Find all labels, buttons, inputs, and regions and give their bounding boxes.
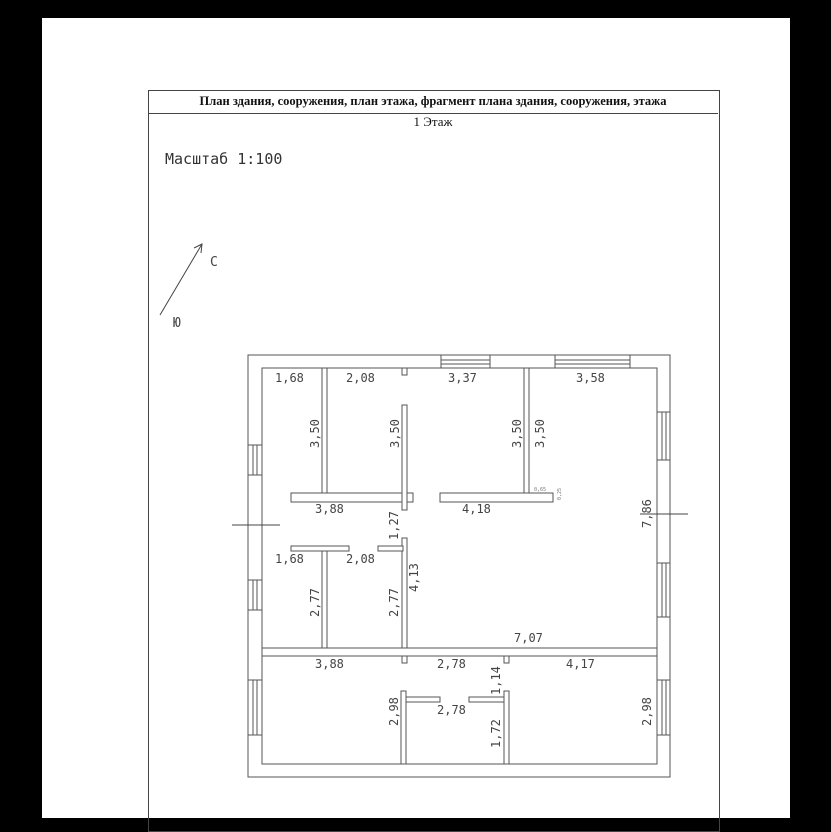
dim-label: 1,68 xyxy=(275,552,304,566)
section-marks xyxy=(232,513,688,526)
dim-label: 2,08 xyxy=(346,552,375,566)
dim-label: 0,65 xyxy=(534,487,546,493)
north-label: С xyxy=(210,255,218,270)
dim-label: 7,86 xyxy=(640,499,654,528)
dim-label: 0,25 xyxy=(557,488,563,500)
dim-label: 3,88 xyxy=(315,657,344,671)
dim-label: 4,18 xyxy=(462,502,491,516)
interior-walls xyxy=(261,367,658,765)
windows xyxy=(247,354,671,736)
dim-label: 2,77 xyxy=(387,588,401,617)
dim-label: 1,27 xyxy=(387,511,401,540)
dim-label: 2,98 xyxy=(387,697,401,726)
dim-label: 4,13 xyxy=(407,563,421,592)
dim-label: 7,07 xyxy=(514,631,543,645)
dim-label: 3,88 xyxy=(315,502,344,516)
floor-plan: С Ю 1,68 xyxy=(159,243,688,778)
dim-label: 2,77 xyxy=(308,588,322,617)
dim-label: 2,78 xyxy=(437,703,466,717)
floor-label: 1 Этаж xyxy=(413,114,453,129)
dim-label: 2,98 xyxy=(640,697,654,726)
dim-label: 2,08 xyxy=(346,371,375,385)
dim-label: 3,50 xyxy=(388,419,402,448)
dim-label: 4,17 xyxy=(566,657,595,671)
dim-label: 2,78 xyxy=(437,657,466,671)
dim-label: 1,68 xyxy=(275,371,304,385)
dim-label: 1,72 xyxy=(489,719,503,748)
scale-label: Масштаб 1:100 xyxy=(165,150,283,168)
dim-label: 3,50 xyxy=(533,419,547,448)
north-arrow-icon xyxy=(159,243,203,316)
dim-label: 3,50 xyxy=(308,419,322,448)
dim-label: 1,14 xyxy=(489,666,503,695)
dim-label: 3,58 xyxy=(576,371,605,385)
arrow-head-icon xyxy=(193,243,203,254)
south-label: Ю xyxy=(173,316,181,331)
dimension-labels: 1,68 2,08 3,37 3,58 3,50 3,50 3,50 3,50 … xyxy=(275,371,654,748)
compass: С Ю xyxy=(159,243,218,331)
dim-label: 3,37 xyxy=(448,371,477,385)
document-title: План здания, сооружения, план этажа, фра… xyxy=(148,90,718,114)
dim-label: 3,50 xyxy=(510,419,524,448)
